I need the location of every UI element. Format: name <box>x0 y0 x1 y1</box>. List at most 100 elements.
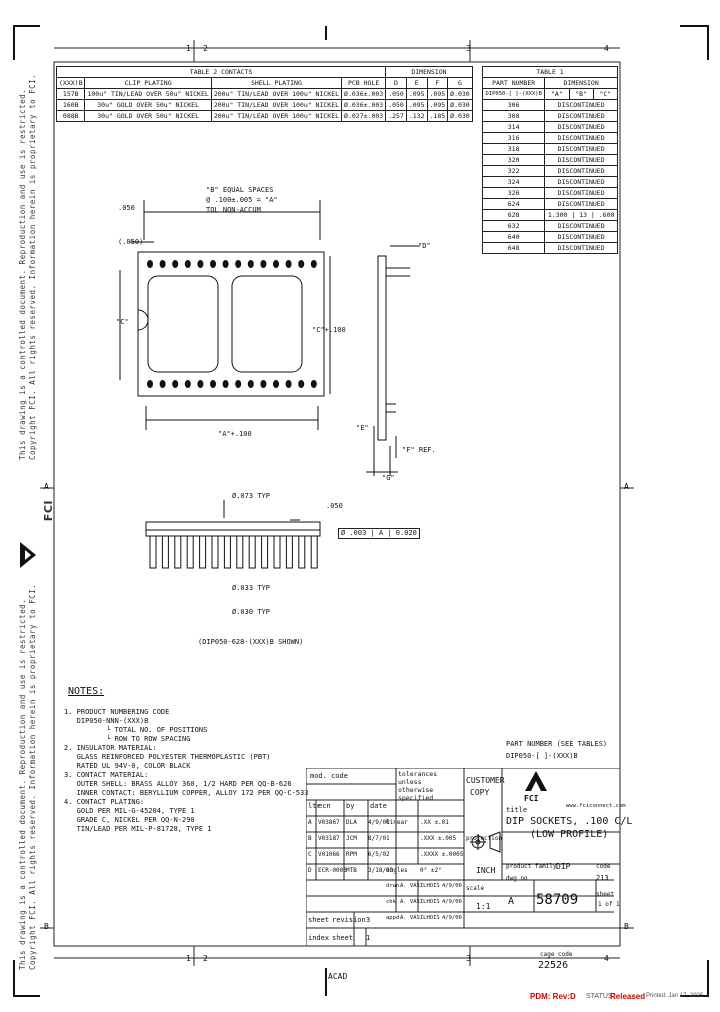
dim-e: "E" <box>356 424 369 432</box>
copy-label: COPY <box>470 788 490 797</box>
sheet-row-b: revision <box>332 916 366 924</box>
code-value: 213 <box>596 874 609 882</box>
table-cell: Ø.030 <box>447 88 473 100</box>
pin-hole-icon <box>172 260 179 268</box>
dim-c: "C" <box>116 318 129 326</box>
pin-hole-icon <box>222 380 229 388</box>
table-cell: 200u" TIN/LEAD OVER 100u" NICKEL <box>210 99 343 111</box>
contact-pin-icon <box>211 535 219 569</box>
contact-pin-icon <box>161 535 169 569</box>
table-cell: 326 <box>481 187 546 199</box>
signature-cell: A. VASILHOIS <box>400 915 440 921</box>
revision-cell: MTB <box>346 867 357 874</box>
title-label: title <box>506 806 528 814</box>
pin-hole-icon <box>247 380 254 388</box>
note-line: INNER CONTACT: BERYLLIUM COPPER, ALLOY 1… <box>64 789 309 797</box>
side-logo-text: FCI <box>42 500 55 522</box>
table-cell: .257 <box>385 110 407 122</box>
zone-bottom-1: 1 <box>186 954 191 963</box>
pin-hole-icon <box>210 260 216 268</box>
note-line: 2. INSULATOR MATERIAL: <box>64 744 157 752</box>
side-view-drawing <box>366 245 420 476</box>
table2-header-shell: SHELL PLATING <box>210 77 343 89</box>
website: www.fciconnect.com <box>566 803 626 809</box>
table-cell: 320 <box>481 154 546 166</box>
revision-cell: 6/5/02 <box>368 851 390 858</box>
contact-pin-icon <box>236 535 244 569</box>
note-line: 3. CONTACT MATERIAL: <box>64 771 149 779</box>
contact-pin-icon <box>199 535 207 569</box>
table1-header-dimension: DIMENSION <box>544 77 618 89</box>
note-line: OUTER SHELL: BRASS ALLOY 360, 1/2 HARD P… <box>64 780 292 788</box>
pin-hole-icon <box>273 380 279 388</box>
table1-sub-c: "C" <box>592 88 619 100</box>
rev-header-ecn: ecn <box>318 802 331 810</box>
title-line-1: DIP SOCKETS, .100 C/L <box>506 816 633 827</box>
table1-sub-b: "B" <box>568 88 594 100</box>
table-cell: 648 <box>481 242 546 254</box>
pin-hole-icon <box>273 260 279 268</box>
table-cell: 100u" TIN/LEAD OVER 50u" NICKEL <box>84 88 212 100</box>
note-line: 4. CONTACT PLATING: <box>64 798 145 806</box>
revision-cell: A <box>308 819 312 826</box>
table-cell: 308 <box>481 110 546 122</box>
table-cell: Ø.027±.003 <box>341 110 387 122</box>
index-row-c: 1 <box>366 934 371 942</box>
tolerances-label: tolerances unless otherwise specified <box>398 770 438 802</box>
fcf-tolerance: Ø .003 | A | 0.020 <box>338 528 420 539</box>
dim-033: Ø.033 TYP <box>232 584 270 592</box>
pin-hole-icon <box>147 260 153 268</box>
revision-cell: C <box>308 851 312 858</box>
pin-hole-icon <box>285 260 292 268</box>
table2-dimension-header: DIMENSION <box>385 66 473 78</box>
table-cell: 157B <box>55 88 86 100</box>
signature-cell: 4/9/00 <box>442 899 462 905</box>
note-line: 1. PRODUCT NUMBERING CODE <box>64 708 170 716</box>
revision-cell: V03867 <box>318 819 340 826</box>
table-cell: Ø.036±.003 <box>341 88 387 100</box>
index-row-a: index <box>308 934 330 942</box>
part-number: DIP050-[ ]-(XXX)B <box>506 752 578 760</box>
note-line: └ TOTAL NO. OF POSITIONS <box>64 726 208 734</box>
table-cell: DISCONTINUED <box>544 154 618 166</box>
signature-cell: 4/9/00 <box>442 883 462 889</box>
zone-bottom-3: 3 <box>466 954 471 963</box>
table-cell: 324 <box>481 176 546 188</box>
tolerance-cell: .XXX ±.005 <box>420 835 457 842</box>
table-cell: 30u" GOLD OVER 50u" NICKEL <box>84 110 212 122</box>
table-cell: 316 <box>481 132 546 144</box>
table-cell: DISCONTINUED <box>544 176 618 188</box>
revision-cell: D <box>308 867 312 874</box>
table-cell: DISCONTINUED <box>544 121 618 133</box>
pin-hole-icon <box>159 260 166 268</box>
revision-cell: 8/7/01 <box>368 835 390 842</box>
zone-top-2: 2 <box>203 44 208 53</box>
table-cell: .095 <box>426 99 449 111</box>
pin-hole-icon <box>310 380 317 388</box>
revision-cell: RPM <box>346 851 357 858</box>
table-cell: 160B <box>55 99 86 111</box>
table-cell: .050 <box>385 99 407 111</box>
acad-label: ACAD <box>328 972 348 981</box>
zone-bottom-2: 2 <box>203 954 208 963</box>
table1-dimensions: TABLE 1 PART NUMBER DIMENSION DIP050-[ ]… <box>481 66 619 254</box>
code-label: code <box>596 863 611 870</box>
table-cell: 200u" TIN/LEAD OVER 100u" NICKEL <box>210 110 343 122</box>
scale-value: 1:1 <box>476 902 491 911</box>
table-cell: 30u" GOLD OVER 50u" NICKEL <box>84 99 212 111</box>
contact-pin-icon <box>285 535 293 569</box>
dim-050c: .050 <box>326 502 343 510</box>
table2-header-g: G <box>447 77 473 89</box>
table2-contacts: TABLE 2 CONTACTS DIMENSION (XXX)B CLIP P… <box>55 66 473 122</box>
zone-right-a: A <box>624 482 629 491</box>
table2-header-clip: CLIP PLATING <box>84 77 212 89</box>
contact-pin-icon <box>273 535 281 569</box>
